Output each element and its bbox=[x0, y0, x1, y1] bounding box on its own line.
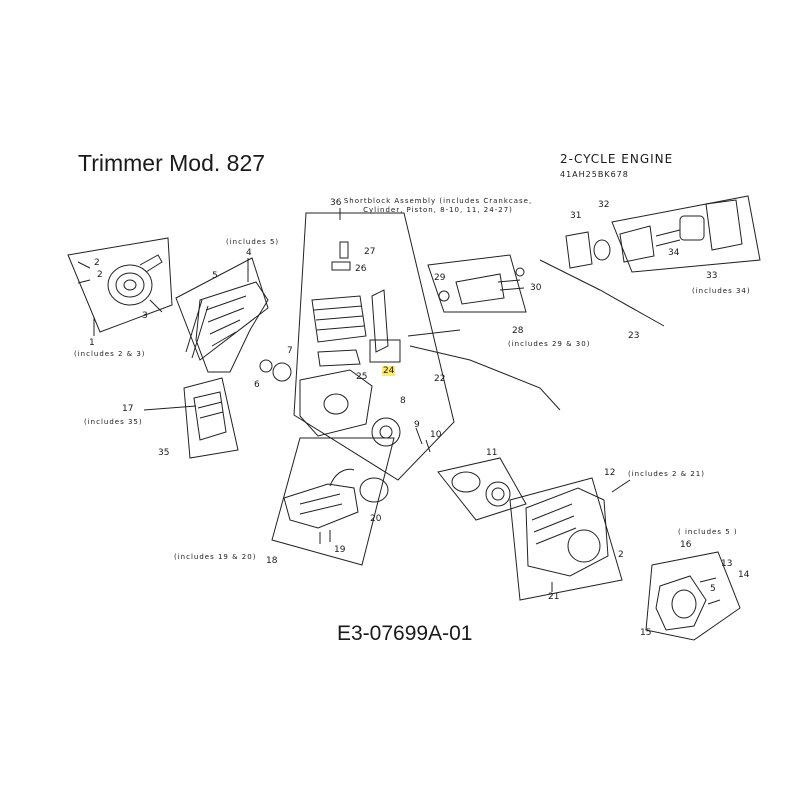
callout-4: 4 bbox=[246, 248, 252, 258]
callout-5-b: 5 bbox=[710, 584, 716, 594]
note-includes-2-21: (includes 2 & 21) bbox=[628, 470, 705, 478]
fan-housing bbox=[185, 281, 269, 373]
callout-21: 21 bbox=[548, 592, 560, 602]
group-outline-aircleaner bbox=[611, 195, 761, 273]
note-includes-2-3: (includes 2 & 3) bbox=[74, 350, 146, 358]
page-title: Trimmer Mod. 827 bbox=[78, 150, 266, 176]
callout-12: 12 bbox=[604, 468, 616, 478]
callout-16: 16 bbox=[680, 540, 692, 550]
callout-1: 1 bbox=[89, 338, 95, 348]
callout-31: 31 bbox=[570, 211, 582, 221]
callout-14: 14 bbox=[738, 570, 750, 580]
callout-13: 13 bbox=[721, 559, 733, 569]
starter-assembly bbox=[77, 254, 163, 313]
callout-5-a: 5 bbox=[212, 271, 218, 281]
callout-11: 11 bbox=[486, 448, 498, 458]
callout-24-highlight: 24 bbox=[382, 366, 396, 376]
callout-2-c: 2 bbox=[618, 550, 624, 560]
ignition-module bbox=[193, 359, 292, 441]
group-outline-fuel-tank bbox=[271, 437, 395, 566]
shortblock-parts bbox=[299, 241, 431, 453]
callout-9: 9 bbox=[414, 420, 420, 430]
stop-wire bbox=[539, 259, 665, 327]
group-outline-clutch bbox=[437, 457, 527, 521]
callout-17: 17 bbox=[122, 404, 134, 414]
callout-27: 27 bbox=[364, 247, 376, 257]
callout-7: 7 bbox=[287, 346, 293, 356]
callout-2-b: 2 bbox=[97, 270, 103, 280]
engine-type-label: 2-CYCLE ENGINE bbox=[560, 152, 674, 166]
callout-20: 20 bbox=[370, 514, 382, 524]
air-cleaner bbox=[565, 199, 743, 269]
callout-18: 18 bbox=[266, 556, 278, 566]
callout-24: 24 bbox=[382, 366, 396, 376]
callout-2-a: 2 bbox=[94, 258, 100, 268]
engine-cover bbox=[525, 487, 609, 592]
callout-35: 35 bbox=[158, 448, 170, 458]
callout-23: 23 bbox=[628, 331, 640, 341]
note-includes-19-20: (includes 19 & 20) bbox=[174, 553, 257, 561]
diagram-code: E3-07699A-01 bbox=[337, 622, 473, 645]
callout-34: 34 bbox=[668, 248, 680, 258]
note-includes-29-30: (includes 29 & 30) bbox=[508, 340, 591, 348]
group-outline-shortblock bbox=[293, 212, 455, 481]
callout-30: 30 bbox=[530, 283, 542, 293]
callout-22: 22 bbox=[434, 374, 446, 384]
callout-32: 32 bbox=[598, 200, 610, 210]
callout-8: 8 bbox=[400, 396, 406, 406]
carburetor bbox=[438, 267, 525, 305]
callout-3: 3 bbox=[142, 311, 148, 321]
fuel-tank bbox=[283, 468, 389, 544]
callout-6: 6 bbox=[254, 380, 260, 390]
group-outline-engine-cover bbox=[509, 477, 623, 601]
engine-model-label: 41AH25BK678 bbox=[560, 170, 629, 179]
callout-36: 36 bbox=[330, 198, 342, 208]
clutch-drum bbox=[655, 575, 721, 631]
shortblock-note-line1: Shortblock Assembly (includes Crankcase, bbox=[343, 197, 533, 205]
callout-26: 26 bbox=[355, 264, 367, 274]
note-includes-34: (includes 34) bbox=[692, 287, 751, 295]
callout-33: 33 bbox=[706, 271, 718, 281]
note-includes-5-b: ( includes 5 ) bbox=[678, 528, 738, 536]
group-outline-fan-housing bbox=[175, 257, 269, 361]
callout-28: 28 bbox=[512, 326, 524, 336]
group-outline-carb bbox=[427, 254, 527, 313]
callout-29: 29 bbox=[434, 273, 446, 283]
group-outline-drum bbox=[645, 551, 741, 641]
group-outline-ignition bbox=[183, 377, 239, 459]
throttle-cable bbox=[407, 329, 561, 411]
note-includes-5-a: (includes 5) bbox=[226, 238, 280, 246]
callout-15: 15 bbox=[640, 628, 652, 638]
callout-25: 25 bbox=[356, 372, 368, 382]
clutch bbox=[451, 471, 511, 507]
shortblock-note-line2: Cylinder, Piston, 8-10, 11, 24-27) bbox=[363, 206, 513, 214]
group-outline-starter bbox=[67, 237, 173, 333]
callout-10: 10 bbox=[430, 430, 442, 440]
note-includes-35: (includes 35) bbox=[84, 418, 143, 426]
callout-19: 19 bbox=[334, 545, 346, 555]
